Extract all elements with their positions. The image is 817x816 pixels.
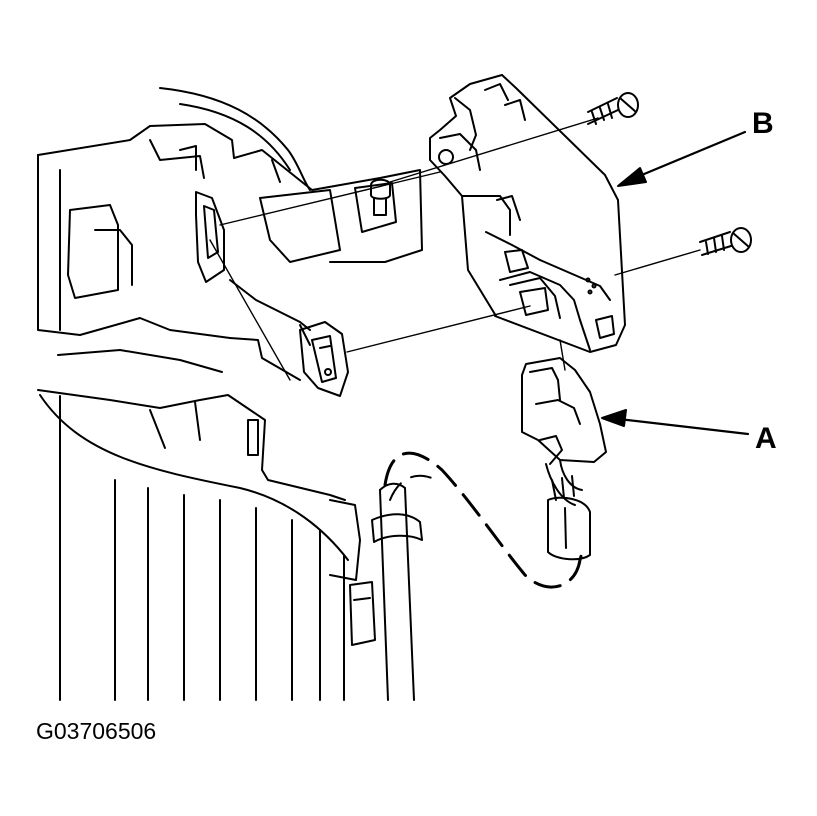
figure-code: G03706506	[36, 718, 157, 744]
control-unit-b	[429, 74, 626, 353]
callout-label-b: B	[752, 107, 774, 140]
wire-harness	[371, 451, 586, 701]
mounting-clip	[299, 321, 349, 397]
screw-lower	[699, 227, 752, 256]
alignment-lines	[209, 117, 701, 381]
callout-arrow-a	[601, 409, 750, 436]
screw-upper	[587, 92, 639, 125]
connector-a	[521, 357, 607, 561]
dash-housing	[37, 87, 423, 701]
callout-arrow-b	[617, 130, 747, 187]
callout-label-a: A	[755, 422, 777, 455]
